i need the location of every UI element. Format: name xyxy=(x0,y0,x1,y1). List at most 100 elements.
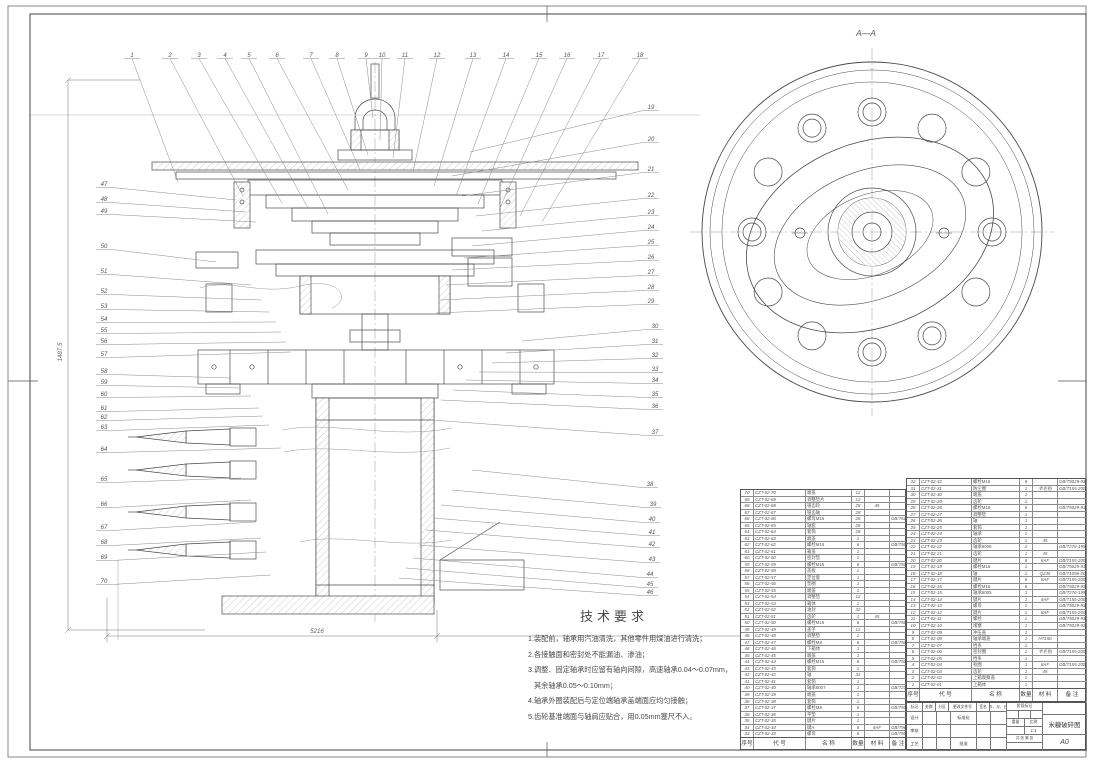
bom-cell: 1 xyxy=(1020,498,1033,506)
bom-cell: 套筒 xyxy=(806,698,852,706)
bom-cell: 锥齿轮 xyxy=(806,503,852,510)
bom-cell: GB/T5029-91 xyxy=(1058,616,1087,624)
callout-leader xyxy=(465,379,648,384)
bom-cell: 螺栓M16 xyxy=(972,479,1020,486)
title-block-cell xyxy=(923,712,937,725)
bom-cell: 轴承 xyxy=(972,531,1020,538)
callout-leader xyxy=(471,230,644,247)
bom-cell xyxy=(865,607,890,614)
bom-cell: CZT-02-35 xyxy=(754,718,806,725)
bom-cell: 28 xyxy=(852,522,865,530)
callout-number: 37 xyxy=(652,430,659,436)
bom-cell: 端盖 xyxy=(972,492,1020,499)
callout-leader xyxy=(418,544,645,563)
bom-cell xyxy=(1033,498,1058,506)
bom-cell: 63 xyxy=(741,535,754,543)
bom-cell: CZT-02-59 xyxy=(754,561,806,569)
bom-cell: 垫圈 xyxy=(806,581,852,588)
callout-number: 44 xyxy=(647,572,654,578)
bom-cell xyxy=(1058,531,1087,538)
bom-cell: 61 xyxy=(741,548,754,556)
bom-cell: 螺栓M16 xyxy=(972,583,1020,591)
callout-leader xyxy=(248,58,329,215)
bom-cell: 28 xyxy=(852,503,865,510)
callout-number: 42 xyxy=(649,542,656,548)
bom-cell: 12 xyxy=(907,609,920,617)
bom-cell xyxy=(865,672,890,679)
bom-cell: 1 xyxy=(1020,596,1033,604)
bom-cell: GB/T5029-91 xyxy=(1058,564,1087,571)
bom-cell: CZT-02-38 xyxy=(754,698,806,706)
bom-cell xyxy=(1058,511,1087,519)
bom-cell: CZT-02-68 xyxy=(754,503,806,510)
callout-leader xyxy=(463,245,644,259)
title-block-工艺: 工艺 xyxy=(907,738,923,751)
callout-leader xyxy=(111,341,287,345)
bom-cell: 56 xyxy=(741,581,754,588)
spindle-3 xyxy=(128,502,257,522)
bom-cell: CZT-02-09 xyxy=(920,629,972,637)
callout-number: 55 xyxy=(101,328,108,334)
bom-cell: 螺栓M8 xyxy=(806,705,852,712)
bom-cell: CZT-02-13 xyxy=(920,603,972,610)
bom-cell xyxy=(1058,675,1087,682)
callout-number: 3 xyxy=(197,53,201,59)
title-block-cell xyxy=(991,712,1007,725)
bom-cell: 螺栓M8 xyxy=(806,639,852,647)
bom-cell: 58 xyxy=(741,568,754,575)
bom-cell: 1 xyxy=(1020,518,1033,525)
bom-cell: 23 xyxy=(907,537,920,545)
bom-cell xyxy=(865,529,890,536)
title-block-1:1: 1:1 xyxy=(1025,727,1043,735)
bom-cell: 12 xyxy=(852,626,865,634)
tech-requirement-line: 2.各接触面和密封处不能漏油、渗油； xyxy=(528,649,649,659)
spindles xyxy=(128,427,257,560)
bom-cell: CZT-02-24 xyxy=(920,531,972,538)
title-block-A0: A0 xyxy=(1043,735,1087,751)
section-label: A—A xyxy=(855,28,876,38)
bom-cell: 19 xyxy=(907,564,920,571)
bom-cell: 1 xyxy=(1020,570,1033,578)
bom-header-cell: 备 注 xyxy=(890,738,907,749)
bom-cell: 14 xyxy=(907,596,920,604)
bom-cell xyxy=(865,587,890,595)
bom-cell: 密封圈 xyxy=(972,649,1020,656)
bom-cell: 6 xyxy=(852,639,865,647)
callout-number: 52 xyxy=(101,289,108,295)
bom-cell: CZT-02-08 xyxy=(920,636,972,643)
bom-cell xyxy=(865,626,890,634)
bom-cell: 31 xyxy=(907,485,920,493)
callout-number: 33 xyxy=(652,367,659,373)
bom-cell xyxy=(865,711,890,719)
bom-cell: 6 xyxy=(852,542,865,549)
callout-leader xyxy=(498,58,568,211)
callout-number: 32 xyxy=(652,353,659,359)
bom-cell: CZT-02-20 xyxy=(920,557,972,565)
lower-right-bracket xyxy=(439,521,525,591)
callout-leader xyxy=(475,198,644,217)
bom-cell: CZT-02-66 xyxy=(754,516,806,523)
bom-cell: 键片 xyxy=(972,609,1020,617)
bom-cell xyxy=(865,555,890,562)
bom-cell: 轴 xyxy=(972,570,1020,578)
title-block-cell xyxy=(923,738,937,751)
height-dimension: 1487.5 xyxy=(57,76,205,634)
bom-cell: 端盖 xyxy=(806,691,852,699)
callout-leader xyxy=(505,344,648,354)
bom-cell: 8AF xyxy=(865,724,890,732)
callout-number: 8 xyxy=(335,53,339,59)
bom-cell: CZT-02-55 xyxy=(754,587,806,595)
bom-cell xyxy=(1058,537,1087,545)
bom-cell: HT150 xyxy=(1033,636,1058,643)
bom-cell: 68 xyxy=(741,503,754,510)
bom-cell: 1 xyxy=(852,587,865,595)
bom-cell: CZT-02-50 xyxy=(754,620,806,627)
bom-cell: 锥齿轴 xyxy=(806,509,852,517)
bom-cell: CZT-02-63 xyxy=(754,535,806,543)
bom-cell: 27 xyxy=(907,511,920,519)
bom-cell: 端盖 xyxy=(806,652,852,660)
title-block-cell xyxy=(951,725,977,738)
callout-leader xyxy=(111,274,252,286)
bom-cell: 键片 xyxy=(972,596,1020,604)
bom-cell: 螺栓 xyxy=(972,616,1020,624)
